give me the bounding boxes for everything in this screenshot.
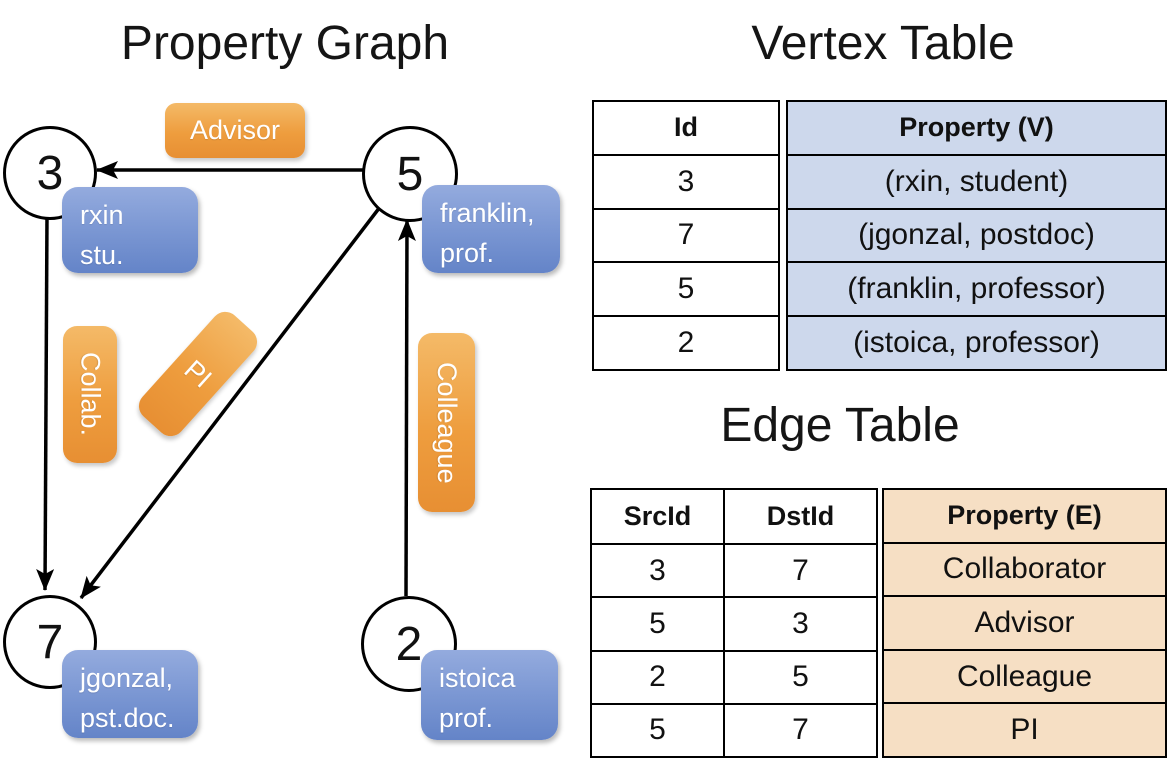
vertex-prop-line: pst.doc. (80, 703, 175, 733)
vertex-prop-line: franklin, (440, 198, 535, 228)
vertex-prop-box-7: jgonzal, pst.doc. (62, 650, 198, 738)
vertex-prop-box-5: franklin, prof. (422, 185, 560, 273)
edge-table-src-cell: 5 (592, 702, 723, 756)
vertex-prop-box-3: rxin stu. (62, 187, 198, 273)
edge-table-property-cell: Collaborator (884, 541, 1165, 596)
vertex-table-id-cell: 5 (594, 261, 778, 315)
vertex-table-title: Vertex Table (751, 17, 1015, 70)
edge-table-dst-cell: 5 (723, 649, 876, 703)
vertex-table-property-cell: (jgonzal, postdoc) (788, 207, 1165, 262)
edge-collab-arrow (36, 214, 55, 591)
edge-label-colleague: Colleague (418, 333, 475, 512)
edge-label-collab: Collab. (63, 326, 117, 463)
vertex-prop-line: rxin (80, 200, 124, 230)
edge-table-header-property: Property (E) (947, 500, 1102, 531)
edge-table-dst-cell: 3 (723, 596, 876, 650)
vertex-prop-line: prof. (439, 703, 494, 733)
edge-table-header-src: SrcId (623, 501, 692, 532)
edge-table-property-cell: Advisor (884, 595, 1165, 649)
vertex-table-header-property: Property (V) (899, 112, 1054, 143)
vertex-table-id-cell: 7 (594, 207, 778, 262)
node-id-label: 5 (396, 147, 424, 201)
vertex-prop-line: stu. (80, 240, 124, 270)
edge-table-property-cell: PI (884, 702, 1165, 756)
vertex-table-property-column: Property (V) (rxin, student) (jgonzal, p… (786, 100, 1167, 371)
vertex-prop-box-2: istoica prof. (421, 650, 558, 740)
vertex-table-property-cell: (istoica, professor) (788, 315, 1165, 369)
edge-table-property-cell: Colleague (884, 648, 1165, 703)
vertex-table-id-cell: 2 (594, 315, 778, 369)
edge-table-src-cell: 2 (592, 649, 723, 703)
node-id-label: 2 (395, 617, 423, 671)
node-id-label: 3 (36, 146, 64, 200)
edge-label-advisor: Advisor (165, 103, 305, 158)
vertex-prop-line: prof. (440, 238, 495, 268)
edge-table-dst-cell: 7 (723, 543, 876, 597)
vertex-prop-line: jgonzal, (80, 663, 174, 693)
edge-table-dst-cell: 7 (723, 702, 876, 756)
vertex-table-property-cell: (rxin, student) (788, 153, 1165, 208)
node-id-label: 7 (36, 615, 64, 669)
edge-table-property-column: Property (E) Collaborator Advisor Collea… (882, 488, 1167, 758)
edge-colleague-arrow (397, 219, 416, 597)
edge-table-title: Edge Table (720, 399, 960, 452)
edge-pi-arrow (79, 205, 382, 600)
edge-table-id-columns: SrcId DstId 3 7 5 3 2 5 5 7 (590, 488, 878, 758)
vertex-table-id-cell: 3 (594, 153, 778, 208)
edge-table-header-dst: DstId (723, 490, 876, 544)
graph-node-3: 3 (3, 126, 97, 220)
property-graph-title: Property Graph (120, 17, 450, 70)
vertex-table-id-column: Id 3 7 5 2 (592, 100, 780, 371)
edge-table-src-cell: 3 (592, 543, 723, 596)
vertex-table-header-id: Id (674, 112, 698, 143)
vertex-prop-line: istoica (439, 663, 516, 693)
edge-table-src-cell: 5 (592, 596, 723, 649)
vertex-table-property-cell: (franklin, professor) (788, 261, 1165, 315)
